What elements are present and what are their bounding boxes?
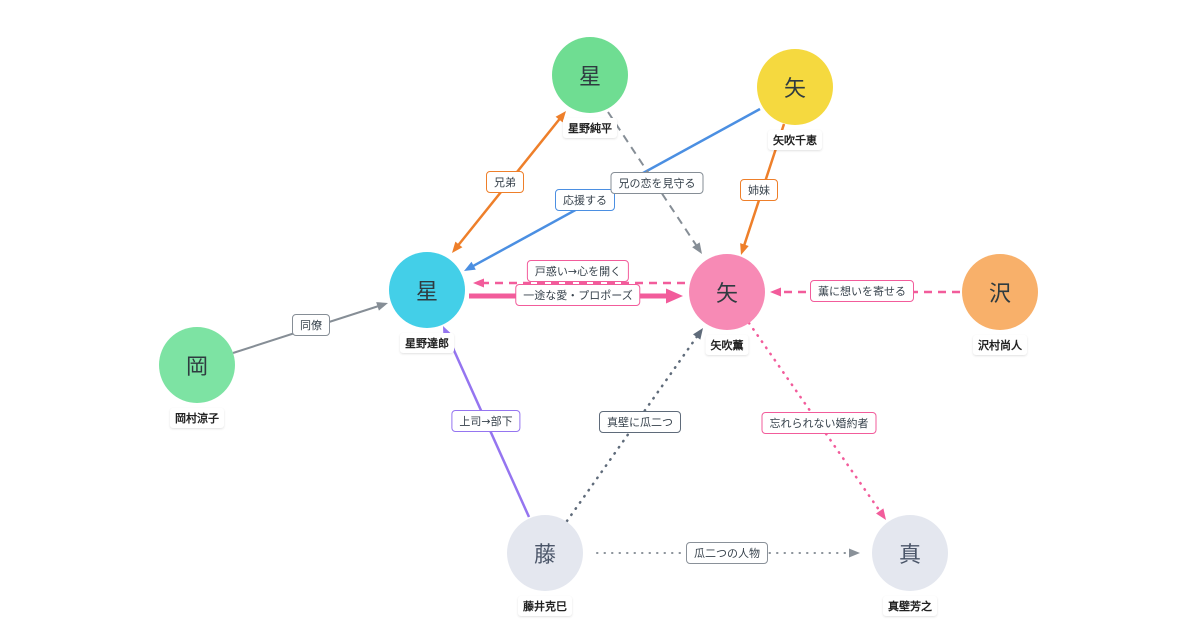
- edge-label-ouen-suru: 応援する: [555, 189, 615, 211]
- edge-label-ichizu-na-ai: 一途な愛・プロポーズ: [515, 284, 641, 306]
- arrowhead-doryo: [376, 302, 388, 311]
- arrowhead-makabe-ni-futatsu: [692, 328, 703, 340]
- node-hoshino-tatsuro[interactable]: 星: [389, 252, 465, 328]
- edge-label-tomadoi: 戸惑い→心を開く: [526, 260, 630, 282]
- node-makabe-yoshiyuki[interactable]: 真: [872, 515, 948, 591]
- arrowhead-kyodai: [452, 241, 463, 253]
- node-fujii-katsumi[interactable]: 藤: [507, 515, 583, 591]
- edge-label-joshi-buka: 上司→部下: [451, 410, 521, 432]
- arrowhead-ouen-suru: [464, 261, 476, 271]
- node-yabuki-kaoru[interactable]: 矢: [689, 254, 765, 330]
- edge-label-urifutatsu: 瓜二つの人物: [686, 542, 768, 564]
- arrowhead-ani-no-koi: [692, 242, 702, 254]
- arrowhead-tomadoi: [473, 278, 484, 288]
- arrowhead-ichizu-na-ai: [666, 288, 683, 304]
- edge-line-wasurerarenai: [747, 321, 883, 515]
- node-hoshino-junpei[interactable]: 星: [552, 37, 628, 113]
- node-name-hoshino-tatsuro: 星野達郎: [400, 333, 454, 353]
- arrowhead-urifutatsu: [849, 548, 860, 558]
- node-okamura-ryoko[interactable]: 岡: [159, 327, 235, 403]
- arrowhead-shimai: [740, 243, 749, 255]
- node-name-yabuki-kaoru: 矢吹薫: [705, 335, 749, 355]
- arrowhead-wasurerarenai: [876, 508, 886, 520]
- edge-label-shimai: 姉妹: [740, 179, 778, 201]
- node-yabuki-chie[interactable]: 矢: [757, 49, 833, 125]
- node-name-hoshino-junpei: 星野純平: [563, 118, 617, 138]
- node-name-fujii-katsumi: 藤井克巳: [518, 596, 572, 616]
- edge-label-makabe-ni-futatsu: 真壁に瓜二つ: [599, 411, 681, 433]
- node-name-okamura-ryoko: 岡村涼子: [170, 408, 224, 428]
- edge-label-ani-no-koi: 兄の恋を見守る: [610, 172, 704, 194]
- node-name-sawamura-naoto: 沢村尚人: [973, 335, 1027, 355]
- arrowhead-kaoru-ni-omoi: [770, 287, 781, 297]
- edge-label-doryo: 同僚: [292, 314, 330, 336]
- edge-label-kyodai: 兄弟: [486, 171, 524, 193]
- edge-label-wasurerarenai: 忘れられない婚約者: [761, 412, 877, 434]
- edge-label-kaoru-ni-omoi: 薫に想いを寄せる: [810, 280, 914, 302]
- node-name-makabe-yoshiyuki: 真壁芳之: [883, 596, 937, 616]
- node-name-yabuki-chie: 矢吹千恵: [768, 130, 822, 150]
- node-sawamura-naoto[interactable]: 沢: [962, 254, 1038, 330]
